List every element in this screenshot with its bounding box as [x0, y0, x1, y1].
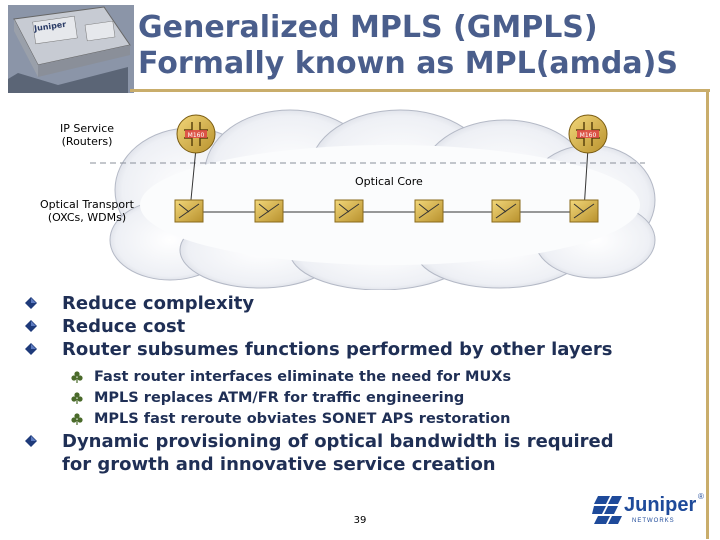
router-left [176, 114, 216, 154]
diamond-bullet-icon [25, 343, 37, 355]
sub-bullet-item: MPLS replaces ATM/FR for traffic enginee… [25, 388, 705, 409]
logo-wordmark: Juniper [624, 494, 697, 516]
bullet-item: Reduce complexity [25, 292, 705, 315]
title-line-2: Formally known as MPL(amda)S [138, 46, 678, 81]
oxc-nodes [174, 199, 599, 223]
oxc-node-3 [334, 199, 364, 223]
ip-service-title: IP Service [60, 122, 115, 135]
ip-service-subtitle: (Routers) [61, 135, 113, 148]
chip-photo [8, 5, 134, 93]
network-diagram: M160 M160 IP Service (Routers) Optical C… [0, 100, 700, 291]
router-left-badge: M160 [188, 132, 205, 139]
logo-tagline: NETWORKS [632, 518, 675, 524]
sub-bullet-item: Fast router interfaces eliminate the nee… [25, 367, 705, 388]
right-rule [706, 89, 709, 539]
bullet-item: Router subsumes functions performed by o… [25, 338, 705, 361]
diamond-bullet-icon [25, 297, 37, 309]
bullet-item: Reduce cost [25, 315, 705, 338]
page-number: 39 [353, 515, 367, 526]
juniper-logo: Juniper ® NETWORKS [592, 490, 708, 536]
oxc-node-2 [254, 199, 284, 223]
oxc-node-1 [174, 199, 204, 223]
router-right [568, 114, 608, 154]
bullet-text: Router subsumes functions performed by o… [62, 339, 613, 360]
diamond-bullet-icon [25, 435, 37, 447]
title-rule [130, 89, 710, 92]
router-right-badge: M160 [580, 132, 597, 139]
clover-bullet-icon [71, 392, 83, 404]
oxc-node-6 [569, 199, 599, 223]
logo-trademark: ® [698, 492, 704, 501]
clover-bullet-icon [71, 371, 83, 383]
slide-title: Generalized MPLS (GMPLS) Formally known … [138, 10, 708, 82]
sub-bullet-item: MPLS fast reroute obviates SONET APS res… [25, 409, 705, 430]
optical-transport-label: Optical Transport (OXCs, WDMs) [40, 198, 134, 224]
sub-bullet-text: MPLS replaces ATM/FR for traffic enginee… [94, 390, 465, 406]
bullet-item: Dynamic provisioning of optical bandwidt… [25, 430, 705, 476]
sub-bullet-text: Fast router interfaces eliminate the nee… [94, 369, 512, 385]
clover-bullet-icon [71, 413, 83, 425]
network-diagram-svg: M160 M160 [90, 109, 656, 291]
oxc-node-5 [491, 199, 521, 223]
sub-bullet-text: MPLS fast reroute obviates SONET APS res… [94, 411, 511, 427]
bullet-text: Reduce complexity [62, 293, 255, 314]
optical-transport-subtitle: (OXCs, WDMs) [47, 211, 127, 224]
bullet-text-continued: for growth and innovative service creati… [62, 454, 496, 475]
optical-transport-title: Optical Transport [40, 198, 134, 211]
bullet-text: Reduce cost [62, 316, 186, 337]
ip-service-label: IP Service (Routers) [60, 122, 114, 148]
juniper-logo-mark [592, 496, 622, 524]
bullet-list: Reduce complexity Reduce cost Router sub… [25, 292, 705, 476]
optical-core-label: Optical Core [355, 175, 423, 188]
title-line-1: Generalized MPLS (GMPLS) [138, 10, 598, 45]
oxc-node-4 [414, 199, 444, 223]
bullet-text: Dynamic provisioning of optical bandwidt… [62, 431, 614, 452]
diamond-bullet-icon [25, 320, 37, 332]
